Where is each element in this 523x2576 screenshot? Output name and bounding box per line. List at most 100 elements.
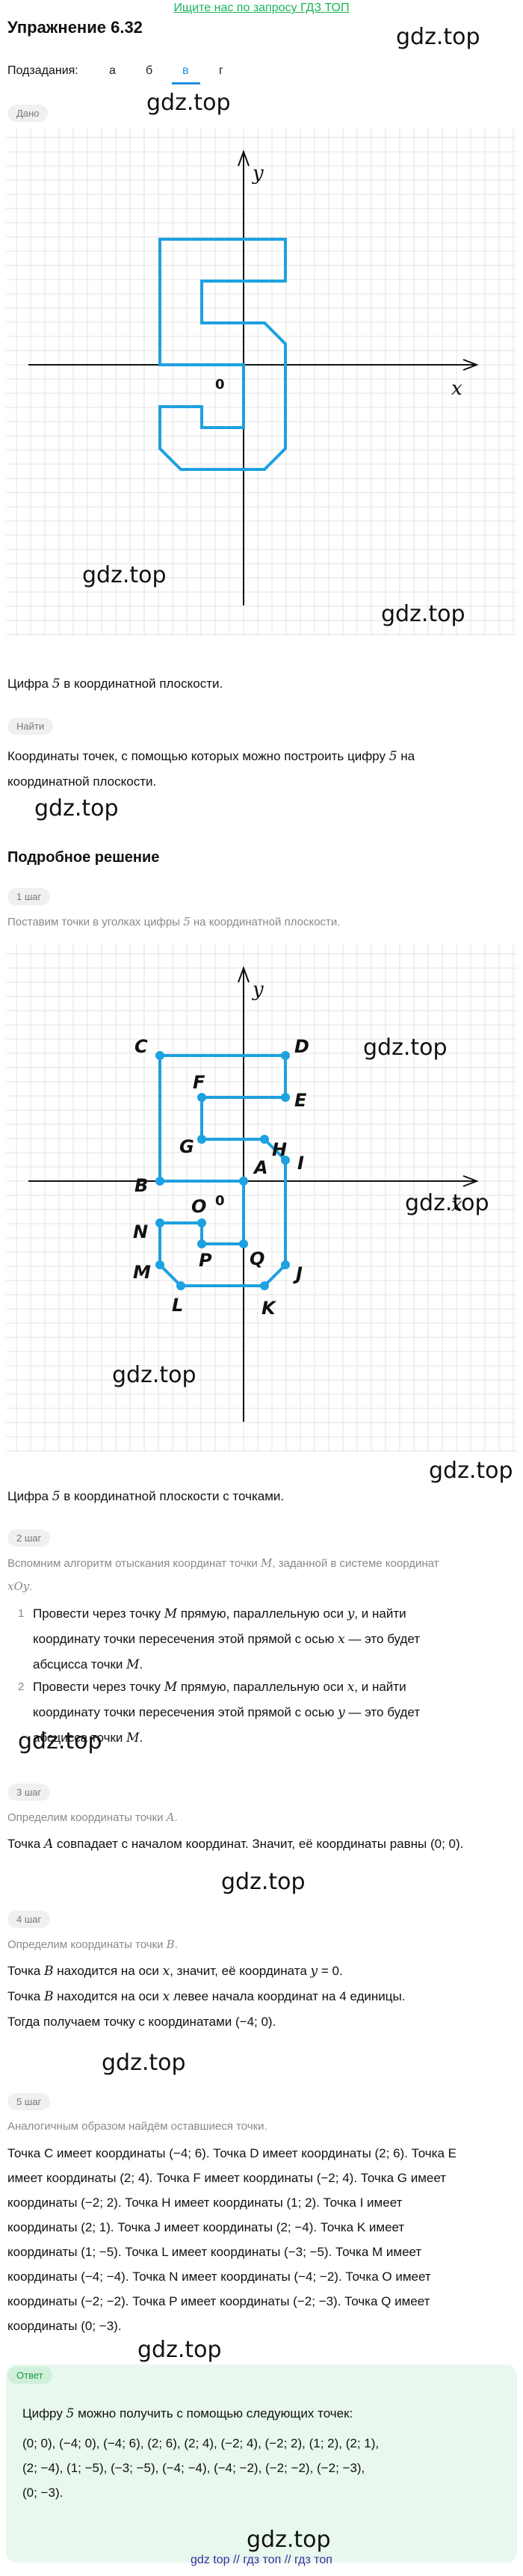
point-k <box>260 1281 269 1290</box>
point-e <box>281 1093 290 1102</box>
point-f <box>197 1093 206 1102</box>
y-axis-arrow <box>238 966 250 983</box>
watermark: gdz.top <box>137 2337 222 2363</box>
watermark: gdz.top <box>102 2050 186 2076</box>
point-label-k: K <box>262 1298 277 1319</box>
point-p <box>197 1239 206 1248</box>
step2-text: Вспомним алгоритм отыскания координат то… <box>7 1556 439 1593</box>
text-line: координаты (−2; 2). Точка H имеет коорди… <box>7 2196 403 2210</box>
step4-text: Точка B находится на оси x, значит, её к… <box>7 1964 406 2029</box>
point-b <box>155 1177 164 1186</box>
text-line: координаты (−2; −2). Точка P имеет коорд… <box>7 2294 430 2308</box>
point-i <box>281 1156 290 1165</box>
solution-title: Подробное решение <box>7 849 160 866</box>
point-label-g: G <box>179 1136 194 1157</box>
step5-tag: 5 шаг <box>7 2093 51 2110</box>
list-number: 2 <box>18 1680 25 1693</box>
watermark: gdz.top <box>381 601 465 627</box>
step4-intro: Определим координаты точки B. <box>7 1938 178 1951</box>
watermark: gdz.top <box>405 1190 489 1216</box>
x-axis-label: x <box>451 1194 462 1216</box>
point-label-d: D <box>294 1036 309 1057</box>
point-q <box>239 1239 248 1248</box>
point-h <box>260 1135 269 1144</box>
answer-intro: Цифру 5 можно получить с помощью следующ… <box>22 2406 353 2421</box>
point-label-l: L <box>172 1295 183 1316</box>
given-caption: Цифра 5 в координатной плоскости. <box>7 677 223 691</box>
page-title: Упражнение 6.32 <box>7 18 143 37</box>
point-label-c: C <box>134 1036 148 1057</box>
point-j <box>281 1260 290 1269</box>
point-label-o: O <box>191 1196 206 1217</box>
point-label-n: N <box>133 1221 148 1242</box>
text-line: (0; 0), (−4; 0), (−4; 6), (2; 6), (2; 4)… <box>22 2436 380 2450</box>
y-axis-arrow <box>238 150 250 167</box>
step2-item-1: Провести через точку M прямую, параллель… <box>33 1606 421 1672</box>
point-label-j: J <box>293 1263 303 1284</box>
coordinate-plane-figure: x y 0 <box>6 127 517 635</box>
text-line: (2; −4), (1; −5), (−3; −5), (−4; −4), (−… <box>22 2461 365 2475</box>
watermark: gdz.top <box>363 1035 448 1061</box>
point-label-b: B <box>134 1175 148 1196</box>
step1-tag: 1 шаг <box>7 888 51 905</box>
step2-tag: 2 шаг <box>7 1529 51 1547</box>
answer-tag: Ответ <box>7 2367 52 2384</box>
point-m <box>155 1260 164 1269</box>
text-line: имеет координаты (2; 4). Точка F имеет к… <box>7 2171 447 2185</box>
answer-box <box>6 2364 517 2563</box>
watermark: gdz.top <box>146 90 231 116</box>
point-o <box>197 1218 206 1227</box>
text-line: координаты (0; −3). <box>7 2319 122 2333</box>
find-text: Координаты точек, с помощью которых можн… <box>7 749 415 789</box>
point-g <box>197 1135 206 1144</box>
step3-intro: Определим координаты точки A. <box>7 1811 178 1824</box>
y-axis-label: y <box>252 162 264 185</box>
step3-tag: 3 шаг <box>7 1784 51 1801</box>
point-label-m: M <box>133 1262 151 1283</box>
watermark: gdz.top <box>34 795 119 822</box>
origin-label: 0 <box>215 377 225 392</box>
watermark: gdz.top <box>82 562 167 588</box>
point-a <box>239 1177 248 1186</box>
find-tag: Найти <box>7 718 54 735</box>
point-label-h: H <box>272 1139 287 1160</box>
subtab-g[interactable]: г <box>219 64 223 77</box>
watermark: gdz.top <box>429 1458 513 1484</box>
step5-intro: Аналогичным образом найдём оставшиеся то… <box>7 2120 267 2133</box>
subtasks-label: Подзадания: <box>7 64 78 77</box>
subtab-a[interactable]: а <box>109 64 116 77</box>
watermark: gdz.top <box>396 24 480 50</box>
text-line: Точка C имеет координаты (−4; 6). Точка … <box>7 2146 457 2160</box>
footer-links[interactable]: gdz top // гдз топ // гдз топ <box>191 2554 332 2566</box>
point-c <box>155 1051 164 1060</box>
subtab-v[interactable]: в <box>182 64 189 77</box>
watermark: gdz.top <box>112 1362 196 1388</box>
text-line: координаты (2; 1). Точка J имеет координ… <box>7 2220 405 2234</box>
point-label-e: E <box>294 1090 307 1111</box>
step1-text: Поставим точки в уголках цифры 5 на коор… <box>7 915 341 928</box>
y-axis-label: y <box>252 979 264 1001</box>
top-search-link[interactable]: Ищите нас по запросу ГДЗ ТОП <box>173 1 350 14</box>
point-n <box>155 1218 164 1227</box>
text-line: координаты (1; −5). Точка L имеет коорди… <box>7 2245 422 2259</box>
origin-label: 0 <box>215 1193 225 1209</box>
point-d <box>281 1051 290 1060</box>
point-label-a: A <box>253 1157 268 1178</box>
step2-item-2: Провести через точку M прямую, параллель… <box>33 1680 421 1745</box>
x-axis-label: x <box>451 378 462 400</box>
text-line: (0; −3). <box>22 2486 64 2500</box>
point-label-q: Q <box>250 1248 264 1269</box>
point-label-p: P <box>199 1250 212 1271</box>
step4-tag: 4 шаг <box>7 1911 51 1928</box>
text-line: координаты (−4; −4). Точка N имеет коорд… <box>7 2270 431 2284</box>
x-axis-arrow <box>462 359 479 371</box>
watermark: gdz.top <box>221 1869 306 1895</box>
active-subtab-indicator <box>172 82 200 84</box>
subtab-b[interactable]: б <box>146 64 153 77</box>
given-tag: Дано <box>7 105 49 122</box>
list-number: 1 <box>18 1607 25 1620</box>
step5-text: Точка C имеет координаты (−4; 6). Точка … <box>7 2141 516 2338</box>
point-l <box>176 1281 185 1290</box>
watermark: gdz.top <box>247 2527 331 2553</box>
